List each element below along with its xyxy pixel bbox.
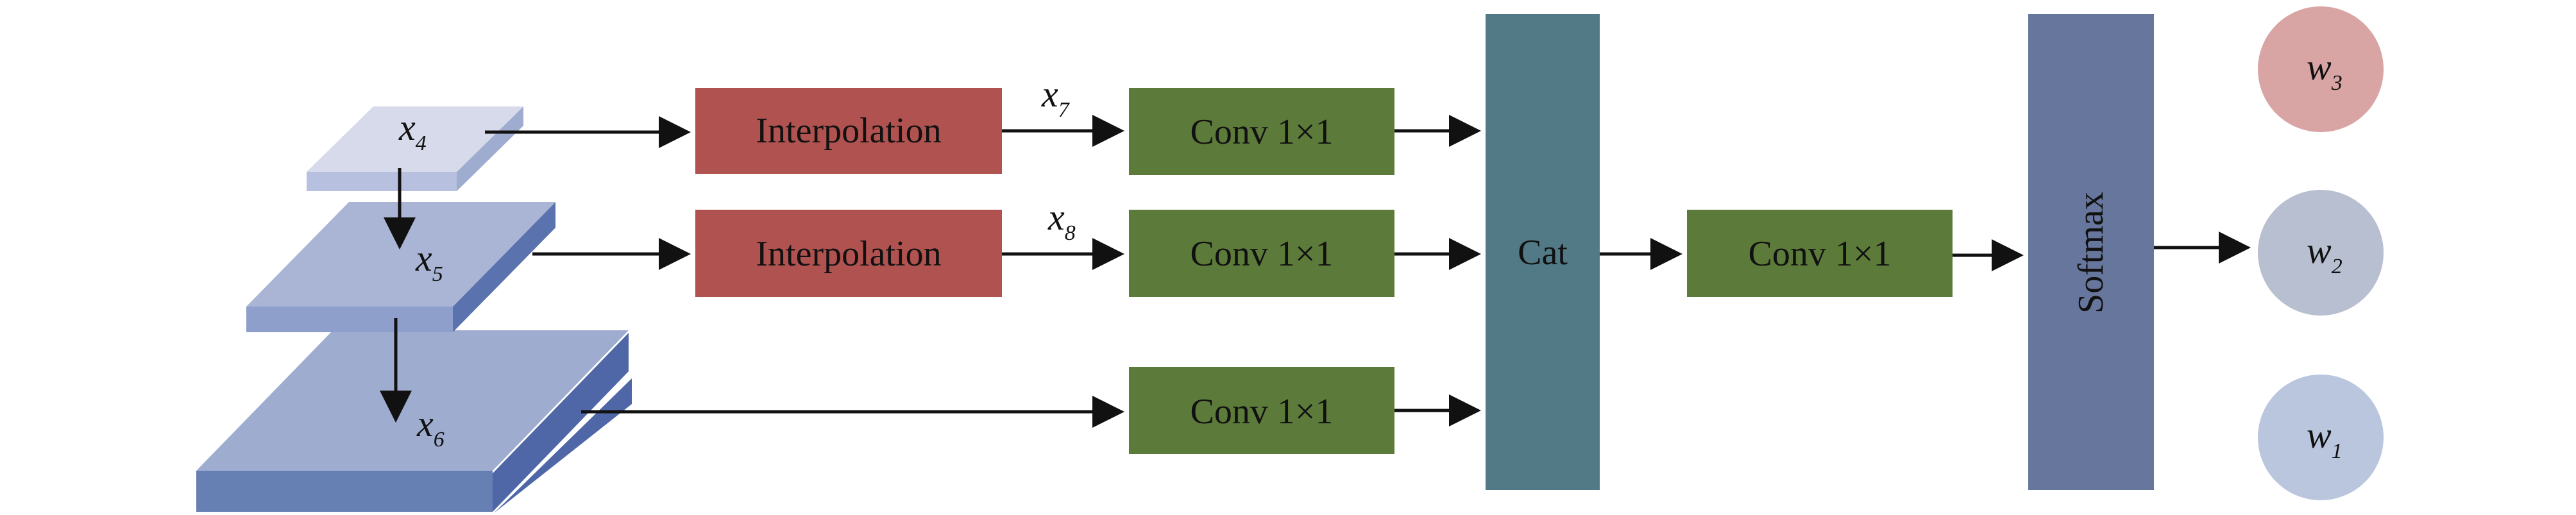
weight-w2: w2 [2258, 190, 2384, 316]
label-x4: x4 [398, 106, 427, 155]
conv-box-mid [1129, 210, 1394, 297]
conv-label-top: Conv 1×1 [1191, 112, 1334, 152]
interpolation-block-mid: Interpolation [695, 210, 1002, 297]
conv-block-top: Conv 1×1 [1129, 88, 1394, 175]
interpolation-box-mid [695, 210, 1002, 297]
weight-w1: w1 [2258, 375, 2384, 500]
weight-w1-label: w1 [2307, 414, 2343, 463]
conv-label-mid: Conv 1×1 [1191, 234, 1334, 274]
conv-block-fuse: Conv 1×1 [1687, 210, 1953, 297]
interpolation-label-mid: Interpolation [756, 234, 941, 274]
plate-x4-side [457, 106, 523, 191]
interpolation-box-top [695, 88, 1002, 174]
plate-x4-front [307, 172, 457, 191]
label-x5: x5 [415, 237, 443, 286]
weight-w1-circle [2258, 375, 2384, 500]
plate-x5-side [453, 202, 555, 332]
interpolation-label-top: Interpolation [756, 111, 941, 151]
plate-x6-top [196, 330, 629, 471]
cat-box [1486, 14, 1600, 490]
weight-w2-circle [2258, 190, 2384, 316]
conv-box-bottom [1129, 367, 1394, 454]
label-x6: x6 [416, 403, 445, 452]
label-x7: x7 [1041, 73, 1071, 122]
weight-w3-circle [2258, 6, 2384, 132]
conv-block-mid: Conv 1×1 [1129, 210, 1394, 297]
weight-w3-label: w3 [2307, 46, 2343, 95]
plate-x5-front [246, 307, 453, 332]
plate-x6-front [196, 471, 493, 512]
conv-box-top [1129, 88, 1394, 175]
conv-label-bottom: Conv 1×1 [1191, 392, 1334, 432]
conv-box-fuse [1687, 210, 1953, 297]
plate-x5-top [246, 202, 555, 307]
interpolation-block-top: Interpolation [695, 88, 1002, 174]
plate-x6-side-face [493, 333, 629, 512]
feature-plate-x6 [196, 330, 632, 513]
conv-label-fuse: Conv 1×1 [1749, 234, 1892, 274]
cat-label: Cat [1518, 233, 1568, 273]
softmax-block: Softmax [2028, 14, 2154, 490]
softmax-label: Softmax [2071, 192, 2111, 314]
softmax-box [2028, 14, 2154, 490]
plate-x4-top [307, 106, 523, 172]
weight-w3: w3 [2258, 6, 2384, 132]
weight-w2-label: w2 [2307, 230, 2343, 278]
label-x8: x8 [1047, 196, 1076, 245]
cat-block: Cat [1486, 14, 1600, 490]
feature-plate-x5 [246, 202, 555, 332]
feature-plate-x4 [307, 106, 523, 191]
conv-block-bottom: Conv 1×1 [1129, 367, 1394, 454]
